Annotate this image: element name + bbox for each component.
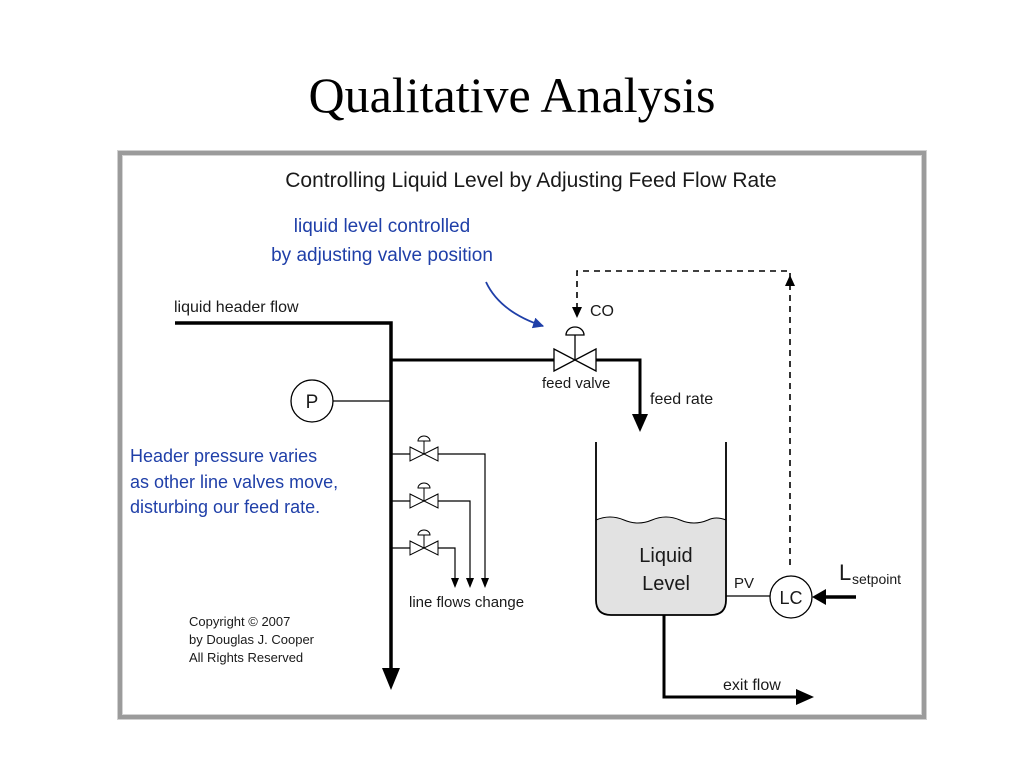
feed-rate-label: feed rate	[650, 391, 713, 408]
callout-top-line-2: by adjusting valve position	[271, 245, 493, 266]
exit-pipe	[662, 615, 800, 699]
control-signal-arrowhead-up	[785, 275, 795, 286]
level-controller-label: LC	[779, 588, 802, 608]
tank-wall	[595, 442, 727, 616]
pv-label: PV	[734, 575, 754, 592]
header-flow-label: liquid header flow	[174, 299, 299, 316]
header-pipe	[175, 321, 393, 676]
feed-pipe-down	[596, 358, 642, 420]
pressure-instrument-label: P	[306, 392, 319, 413]
diagram-panel	[118, 151, 926, 719]
header-pipe-arrowhead	[382, 668, 400, 690]
copyright-line-2: by Douglas J. Cooper	[189, 632, 315, 647]
copyright-line-3: All Rights Reserved	[189, 650, 303, 665]
control-signal-line	[576, 270, 791, 565]
feed-arrowhead	[632, 414, 648, 432]
feed-valve-icon	[553, 326, 597, 373]
callout-top-line-1: liquid level controlled	[294, 216, 470, 237]
feed-valve-label: feed valve	[542, 375, 610, 392]
tank-liquid	[596, 517, 726, 615]
setpoint-symbol: L	[839, 560, 851, 585]
liquid-surface	[595, 516, 727, 524]
co-label: CO	[590, 303, 614, 320]
exit-flow-label: exit flow	[723, 677, 781, 694]
copyright-line-1: Copyright © 2007	[189, 614, 290, 629]
callout-left-line-3: disturbing our feed rate.	[130, 497, 320, 517]
callout-left-line-2: as other line valves move,	[130, 472, 338, 492]
tank-label-line-1: Liquid	[639, 545, 692, 567]
callout-left-line-1: Header pressure varies	[130, 446, 317, 466]
control-signal-arrowhead-co	[572, 307, 582, 318]
slide-title: Qualitative Analysis	[308, 67, 716, 123]
diagram-title: Controlling Liquid Level by Adjusting Fe…	[285, 169, 776, 192]
tank-label-line-2: Level	[642, 573, 690, 595]
branch-valves	[391, 435, 489, 588]
callout-top-arrow	[485, 281, 545, 329]
exit-arrowhead	[796, 689, 814, 705]
setpoint-subscript: setpoint	[852, 571, 901, 587]
setpoint-arrowhead	[812, 589, 826, 605]
line-flows-label: line flows change	[409, 594, 524, 611]
